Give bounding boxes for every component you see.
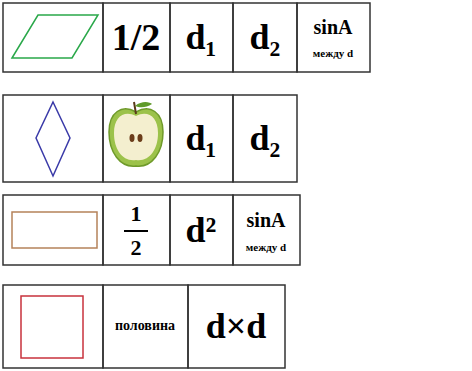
table-cell-text: sinA	[247, 210, 286, 230]
table-cell-text: d²	[186, 212, 217, 248]
table-cell-text: d₂	[250, 19, 281, 55]
table-cell-text: sinA	[314, 17, 353, 37]
table-cell-text: 1	[131, 203, 142, 225]
table-cell-text: 1/2	[112, 18, 161, 56]
rhombus-shape	[36, 102, 70, 176]
table-cell-text: между d	[313, 48, 353, 59]
apple-picture	[109, 102, 163, 166]
table-cell-text: 2	[131, 237, 142, 259]
parallelogram-shape	[12, 15, 98, 58]
table-cell-text: d×d	[206, 308, 267, 344]
table-cell-text: между d	[246, 242, 286, 253]
cell-borders	[3, 3, 370, 368]
square-shape	[21, 296, 83, 358]
table-cell-text: d₁	[186, 120, 217, 156]
table-cell-text: d₂	[250, 120, 281, 156]
table-cell-text: половина	[115, 319, 175, 333]
fraction-bar	[124, 230, 148, 232]
rectangle-shape	[12, 212, 97, 248]
table-cell-text: d₁	[186, 19, 217, 55]
